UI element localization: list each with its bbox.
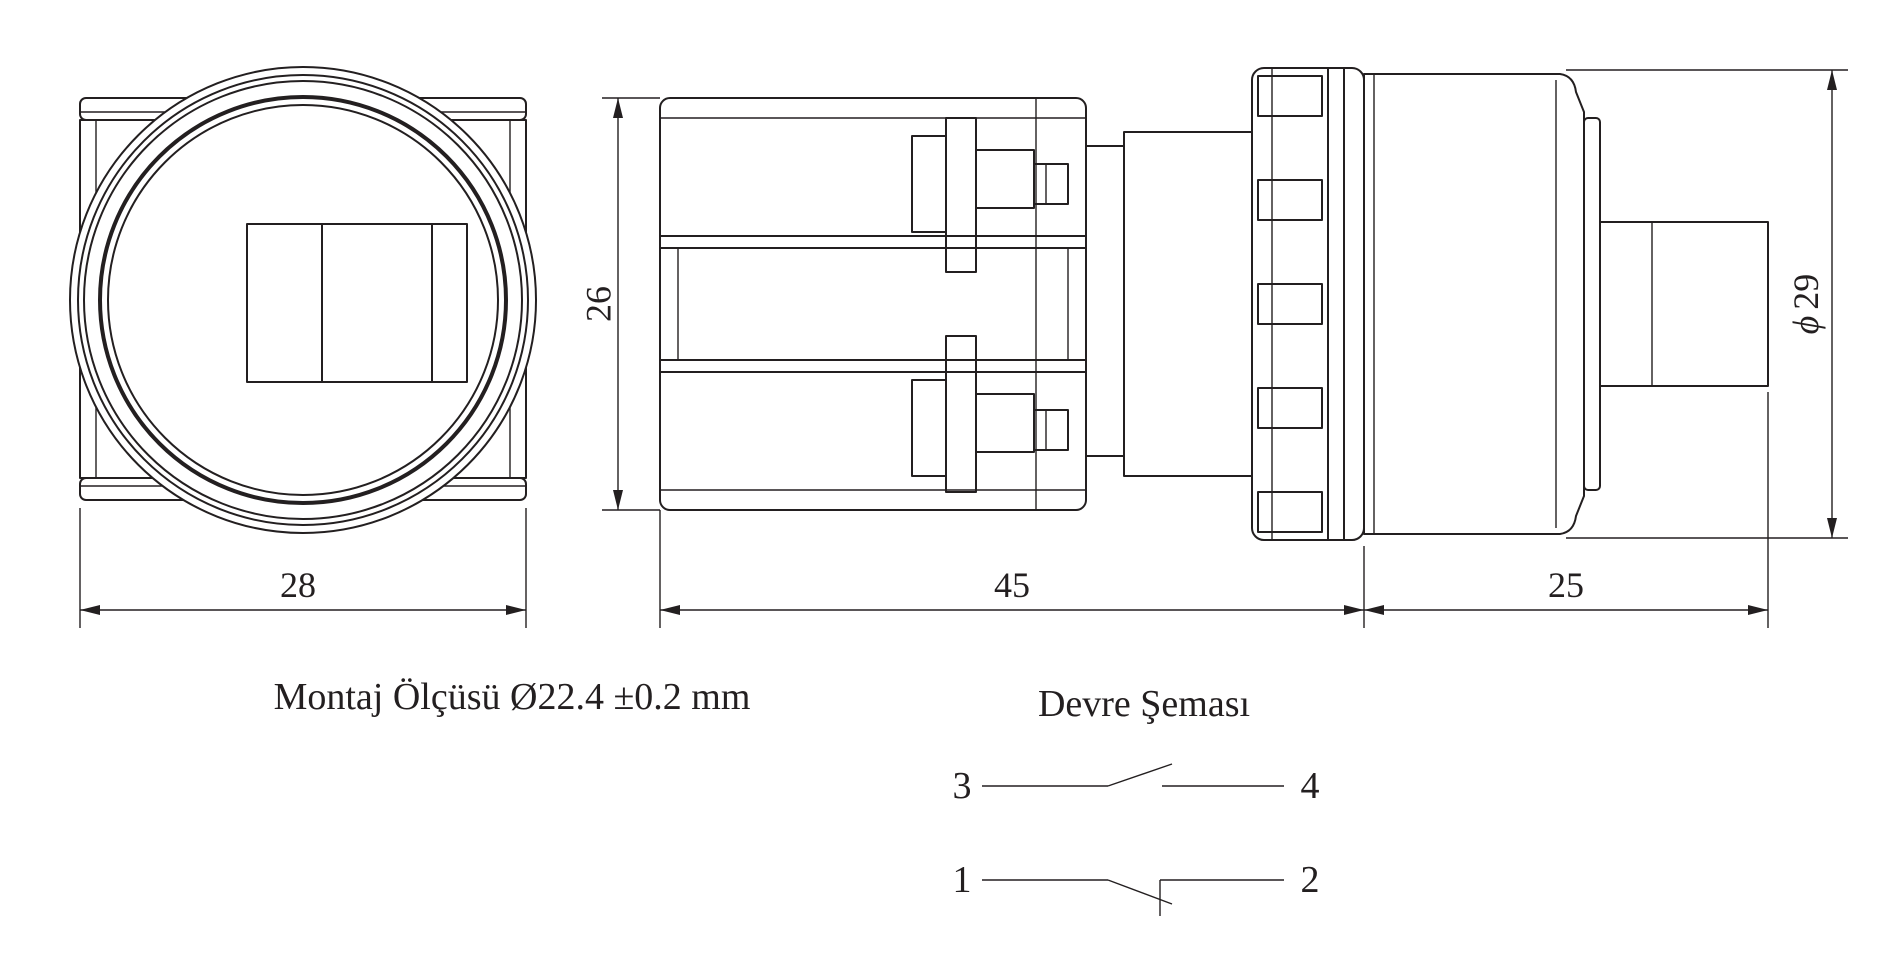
dimension-label-25: 25 (1548, 565, 1584, 605)
button-head (1363, 73, 1585, 535)
plunger (1599, 221, 1769, 387)
contact-3-4: 3 4 (953, 763, 1320, 807)
neck (1085, 145, 1125, 457)
threaded-sleeve (1123, 131, 1253, 477)
terminal-4: 4 (1301, 765, 1320, 807)
terminal-1: 1 (953, 859, 972, 901)
diameter-value: 29 (1786, 274, 1826, 310)
circuit-diagram: Devre Şeması 3 4 1 2 (953, 683, 1320, 916)
bezel-inner-ring (98, 95, 508, 505)
dimension-head-length: 25 (1364, 392, 1769, 628)
front-contact-block (246, 223, 468, 383)
side-view (659, 67, 1769, 541)
contact-body (659, 97, 1087, 511)
bezel-outer-ring (69, 66, 537, 534)
knurled-nut (1251, 67, 1365, 541)
terminal-3: 3 (953, 765, 972, 807)
circuit-title: Devre Şeması (1038, 683, 1250, 725)
mounting-label: Montaj Ölçüsü Ø22.4 ±0.2 mm (274, 676, 751, 718)
terminal-2: 2 (1301, 859, 1320, 901)
dimension-label-45: 45 (994, 565, 1030, 605)
diameter-symbol: ϕ (1786, 316, 1826, 335)
cap-rim (1583, 117, 1601, 491)
front-view (69, 66, 537, 534)
contact-1-2: 1 2 (953, 859, 1320, 916)
dimension-label-26: 26 (578, 286, 618, 322)
dimension-height: 26 (578, 97, 660, 511)
dimension-body-length: 45 (659, 510, 1365, 628)
dimension-diameter: ϕ 29 (1566, 69, 1848, 539)
dimension-label-28: 28 (280, 565, 316, 605)
dimension-label-diameter: ϕ 29 (1786, 274, 1826, 335)
dimension-front-width: 28 (79, 508, 527, 628)
